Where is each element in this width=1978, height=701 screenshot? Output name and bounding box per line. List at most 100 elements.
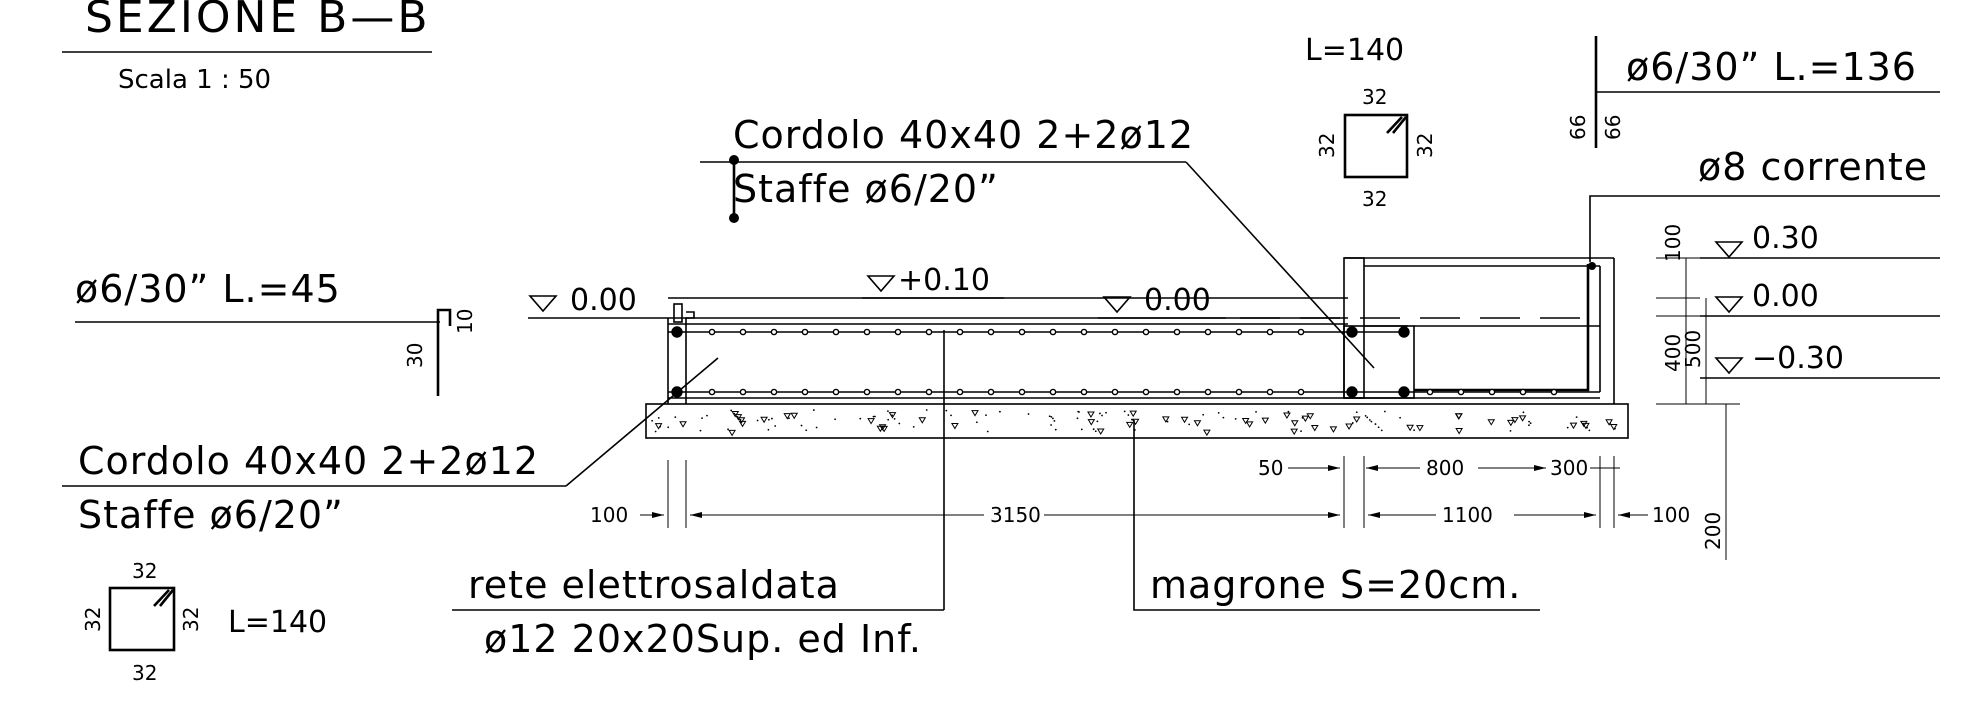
rebar-mesh (925, 388, 933, 396)
rebar-mesh (1018, 388, 1026, 396)
aggregate-dot (1096, 420, 1099, 423)
rebar-mesh (1049, 328, 1057, 336)
aggregate-dot (1255, 410, 1257, 413)
stirrup-top-dim-bottom: 32 (1362, 187, 1387, 211)
dim-50: 50 (1258, 456, 1283, 480)
aggregate-dot (1123, 410, 1126, 413)
dim-100-right: 100 (1652, 503, 1690, 527)
aggregate-dot (1080, 428, 1083, 431)
aggregate-dot (985, 414, 987, 416)
aggregate-mark (1455, 428, 1464, 435)
stirrup-bottom-length: L=140 (228, 605, 327, 640)
aggregate-dot (975, 421, 978, 424)
aggregate-dot (859, 417, 862, 420)
dim-500-v: 500 (1681, 330, 1705, 368)
aggregate-mark (738, 420, 747, 428)
drawing-scale: Scala 1 : 50 (118, 65, 271, 95)
cordolo-top-bar-dot-2 (729, 213, 739, 223)
dim-100-left: 100 (590, 503, 628, 527)
aggregate-mark (918, 417, 927, 424)
rebar-mesh (770, 328, 778, 336)
aggregate-dot (1053, 420, 1056, 422)
aggregate-dot (872, 415, 875, 418)
aggregate-dot (706, 414, 708, 417)
level-triangle (1102, 296, 1132, 314)
rebar-mesh (1204, 328, 1212, 336)
stirrup-top-dim-top: 32 (1362, 85, 1387, 109)
cordolo-left-line2: Staffe ø6/20” (78, 493, 344, 537)
aggregate-dot (1092, 428, 1095, 431)
aggregate-dot (733, 412, 736, 415)
rebar-mesh (925, 328, 933, 336)
aggregate-dot (756, 419, 759, 422)
aggregate-dot (1528, 420, 1530, 423)
rebar-mesh (1111, 328, 1119, 336)
aggregate-dot (815, 426, 818, 429)
rebar-mesh (987, 388, 995, 396)
cordolo-left-leader (565, 357, 719, 487)
level-top-010-text: +0.10 (898, 263, 990, 298)
aggregate-dot (1399, 416, 1402, 419)
rebar-mesh (1457, 388, 1465, 396)
aggregate-mark (654, 423, 663, 430)
stirrup-bottom-dim-top: 32 (132, 559, 157, 583)
stirrup-bottom-dim-bottom: 32 (132, 661, 157, 685)
stirrup-bottom-dim-right: 32 (179, 607, 203, 632)
aggregate-dot (887, 418, 890, 421)
aggregate-mark (679, 421, 687, 428)
rebar-mesh (863, 388, 871, 396)
drawing-title: SEZIONE B—B (85, 0, 431, 43)
aggregate-dot (1076, 417, 1079, 420)
aggregate-dot (912, 425, 915, 428)
magrone-layer (645, 403, 1629, 439)
rebar-mesh (708, 328, 716, 336)
magrone-label: magrone S=20cm. (1150, 563, 1521, 607)
level-right-030-text: 0.30 (1752, 221, 1819, 256)
aggregate-mark (1241, 417, 1250, 425)
dim-800: 800 (1426, 456, 1464, 480)
aggregate-mark (1283, 412, 1291, 419)
aggregate-dot (1287, 410, 1290, 413)
aggregate-dot (699, 429, 702, 432)
level-triangle (1714, 296, 1744, 314)
aggregate-mark (1310, 425, 1319, 432)
aggregate-dot (701, 417, 703, 420)
level-left-000-text: 0.00 (570, 283, 637, 318)
aggregate-mark (1329, 426, 1338, 433)
aggregate-dot (1529, 422, 1532, 425)
aggregate-mark (1569, 422, 1578, 430)
aggregate-dot (1105, 411, 1107, 414)
aggregate-dot (1374, 423, 1377, 425)
aggregate-dot (925, 409, 928, 411)
rebar-mesh (956, 388, 964, 396)
aggregate-mark (1454, 413, 1463, 420)
mesh-line2: ø12 20x20Sup. ed Inf. (484, 617, 922, 661)
aggregate-dot (730, 409, 733, 412)
aggregate-mark (1096, 428, 1105, 436)
rebar-mesh (894, 328, 902, 336)
rebar-mesh (1297, 388, 1305, 396)
aggregate-mark (1306, 413, 1315, 420)
aggregate-dot (674, 416, 677, 419)
rebar-mesh (1173, 388, 1181, 396)
rebar-mesh (832, 328, 840, 336)
vertical-bar-label: ø6/30” L.=136 (1626, 45, 1917, 89)
aggregate-dot (1522, 411, 1525, 414)
aggregate-dot (874, 415, 876, 418)
aggregate-mark (1290, 420, 1299, 427)
aggregate-mark (1290, 428, 1299, 436)
hook-bar-dim-10: 10 (453, 309, 477, 334)
rebar-mesh (739, 388, 747, 396)
aggregate-mark (1605, 419, 1613, 426)
aggregate-dot (1575, 416, 1578, 419)
rebar-mesh (863, 328, 871, 336)
magrone-callout: magrone S=20cm. (1133, 420, 1540, 611)
dim-400-v: 400 (1661, 334, 1685, 372)
rebar-mesh (1204, 388, 1212, 396)
aggregate-dot (1222, 416, 1225, 419)
aggregate-dot (1528, 424, 1530, 427)
aggregate-mark (1518, 415, 1527, 422)
rebar-main (671, 326, 683, 338)
cordolo-top-bar-dot-1 (729, 155, 739, 165)
